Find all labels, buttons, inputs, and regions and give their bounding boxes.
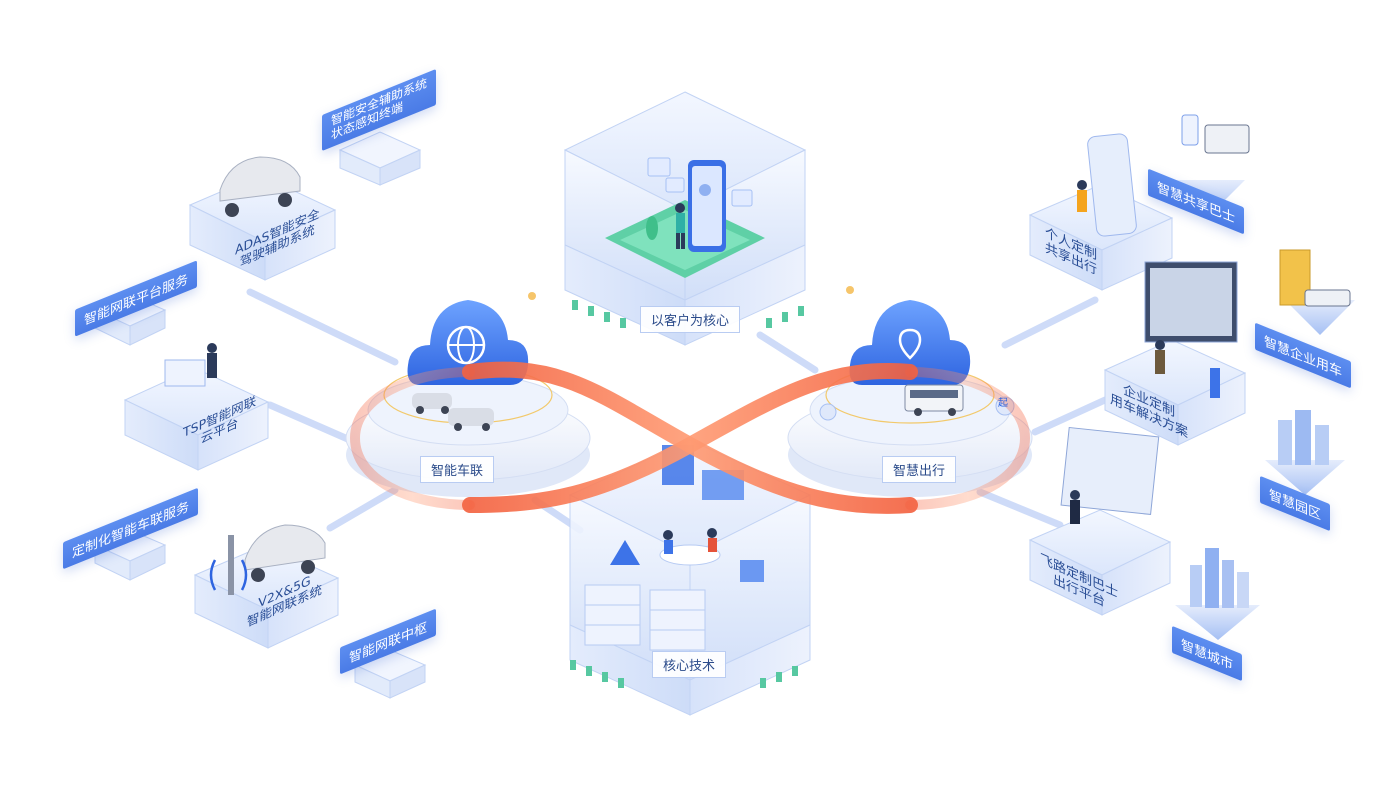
pin-start-icon: 起 (998, 398, 1008, 409)
disc-connected-car (345, 300, 591, 497)
left-platforms (93, 131, 427, 699)
right-platforms (1028, 114, 1355, 640)
label-customer-core: 以客户为核心 (640, 306, 741, 333)
label-core-technology: 核心技术 (652, 651, 727, 678)
infinity-loop (349, 361, 1031, 514)
connector-lines (246, 288, 1109, 534)
disc-smart-travel (787, 300, 1033, 497)
label-connected-car: 智能车联 (420, 456, 495, 483)
label-smart-travel: 智慧出行 (882, 456, 957, 483)
core-cube-customer (563, 91, 807, 346)
glow-dots (528, 286, 854, 300)
